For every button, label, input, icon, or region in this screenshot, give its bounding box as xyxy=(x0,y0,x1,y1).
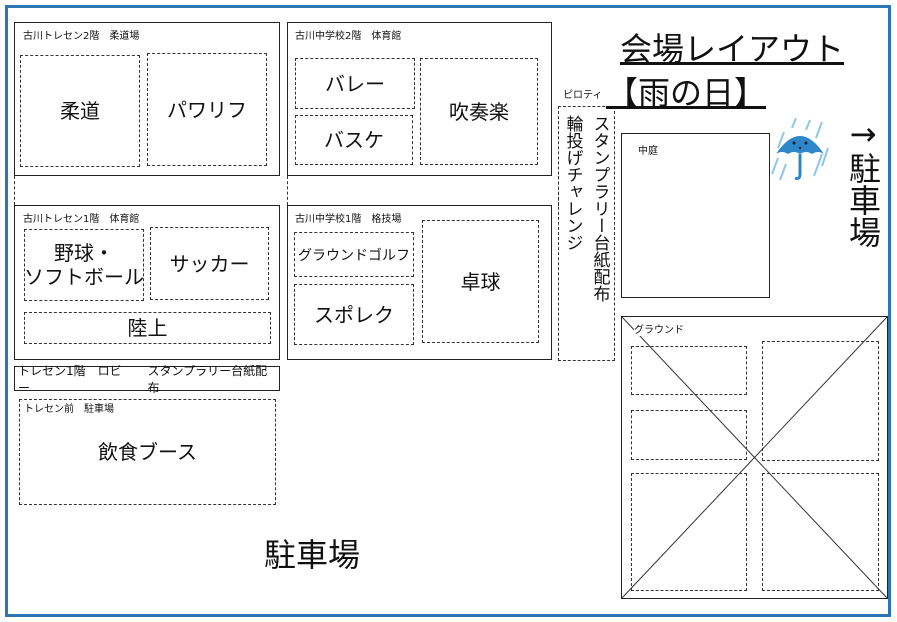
area-label: 吹奏楽 xyxy=(449,99,509,124)
area-judo: 柔道 xyxy=(20,55,140,167)
ground-area xyxy=(631,410,747,460)
ground-label: グラウンド xyxy=(634,321,684,336)
tresen-gym: 古川トレセン1階 体育館 xyxy=(14,205,280,360)
school-gym-label: 古川中学校2階 体育館 xyxy=(295,31,402,42)
piloti-label: ピロティ xyxy=(563,90,603,101)
area-athletics: 陸上 xyxy=(24,312,271,344)
area-brass-band: 吹奏楽 xyxy=(420,58,538,165)
ground: グラウンド xyxy=(621,316,888,599)
lobby-label: トレセン1階 ロビー xyxy=(18,363,122,395)
area-label: バレー xyxy=(325,71,385,96)
ring-toss-vertical: 輪投げチャレンジ xyxy=(562,115,583,251)
front-parking: トレセン前 駐車場 飲食ブース xyxy=(19,399,276,505)
judo-hall-label: 古川トレセン2階 柔道場 xyxy=(23,31,140,42)
area-label: 陸上 xyxy=(127,316,168,340)
area-label: パワリフ xyxy=(167,97,247,122)
area-soccer: サッカー xyxy=(150,227,269,300)
area-label: グラウンドゴルフ xyxy=(298,247,410,264)
area-label: 野球・ xyxy=(54,241,114,265)
page-subtitle: 【雨の日】 xyxy=(606,74,767,112)
stamp-rally-vertical: スタンプラリー台紙配布 xyxy=(589,115,610,302)
area-volleyball: バレー xyxy=(295,58,415,109)
area-baseball-softball: 野球・ ソフトボール xyxy=(24,229,144,301)
page-title: 会場レイアウト xyxy=(620,30,845,68)
area-label: サッカー xyxy=(169,251,250,276)
ground-cross xyxy=(622,317,887,598)
outer-frame xyxy=(5,5,891,617)
area-sporec: スポレク xyxy=(294,284,414,345)
piloti-area: スタンプラリー台紙配布 輪投げチャレンジ xyxy=(558,106,615,361)
school-gym: 古川中学校2階 体育館 xyxy=(287,22,552,176)
courtyard: 中庭 xyxy=(621,133,770,298)
lobby-text: スタンプラリー台紙配布 xyxy=(147,363,268,395)
tresen-gym-label: 古川トレセン1階 体育館 xyxy=(23,214,140,225)
connector xyxy=(287,176,288,205)
area-label: 卓球 xyxy=(460,269,501,294)
area-powerlifting: パワリフ xyxy=(147,53,267,166)
area-label: 柔道 xyxy=(60,99,100,123)
ground-area xyxy=(762,473,879,591)
food-booth-label: 飲食ブース xyxy=(98,440,197,464)
martial-hall-label: 古川中学校1階 格技場 xyxy=(295,214,402,225)
martial-hall: 古川中学校1階 格技場 xyxy=(287,205,552,360)
parking-right-label: 駐車場 xyxy=(844,152,882,248)
lobby: トレセン1階 ロビー スタンプラリー台紙配布 xyxy=(14,364,280,395)
arrow-right-icon: → xyxy=(849,115,877,153)
parking-label: 駐車場 xyxy=(264,536,361,574)
area-label: スポレク xyxy=(314,302,394,327)
courtyard-label: 中庭 xyxy=(638,146,658,157)
area-table-tennis: 卓球 xyxy=(422,220,539,343)
area-ground-golf: グラウンドゴルフ xyxy=(294,232,414,277)
front-parking-label: トレセン前 駐車場 xyxy=(24,404,114,415)
ground-area xyxy=(631,346,747,395)
connector xyxy=(14,176,15,205)
judo-hall: 古川トレセン2階 柔道場 xyxy=(14,22,280,176)
parking-direction: → 駐車場 xyxy=(843,116,883,248)
area-label: ソフトボール xyxy=(24,265,144,289)
ground-area xyxy=(762,341,879,461)
area-label: バスケ xyxy=(324,128,384,152)
ground-area xyxy=(631,473,747,591)
umbrella-rain-icon xyxy=(771,118,829,181)
area-basketball: バスケ xyxy=(295,115,413,165)
